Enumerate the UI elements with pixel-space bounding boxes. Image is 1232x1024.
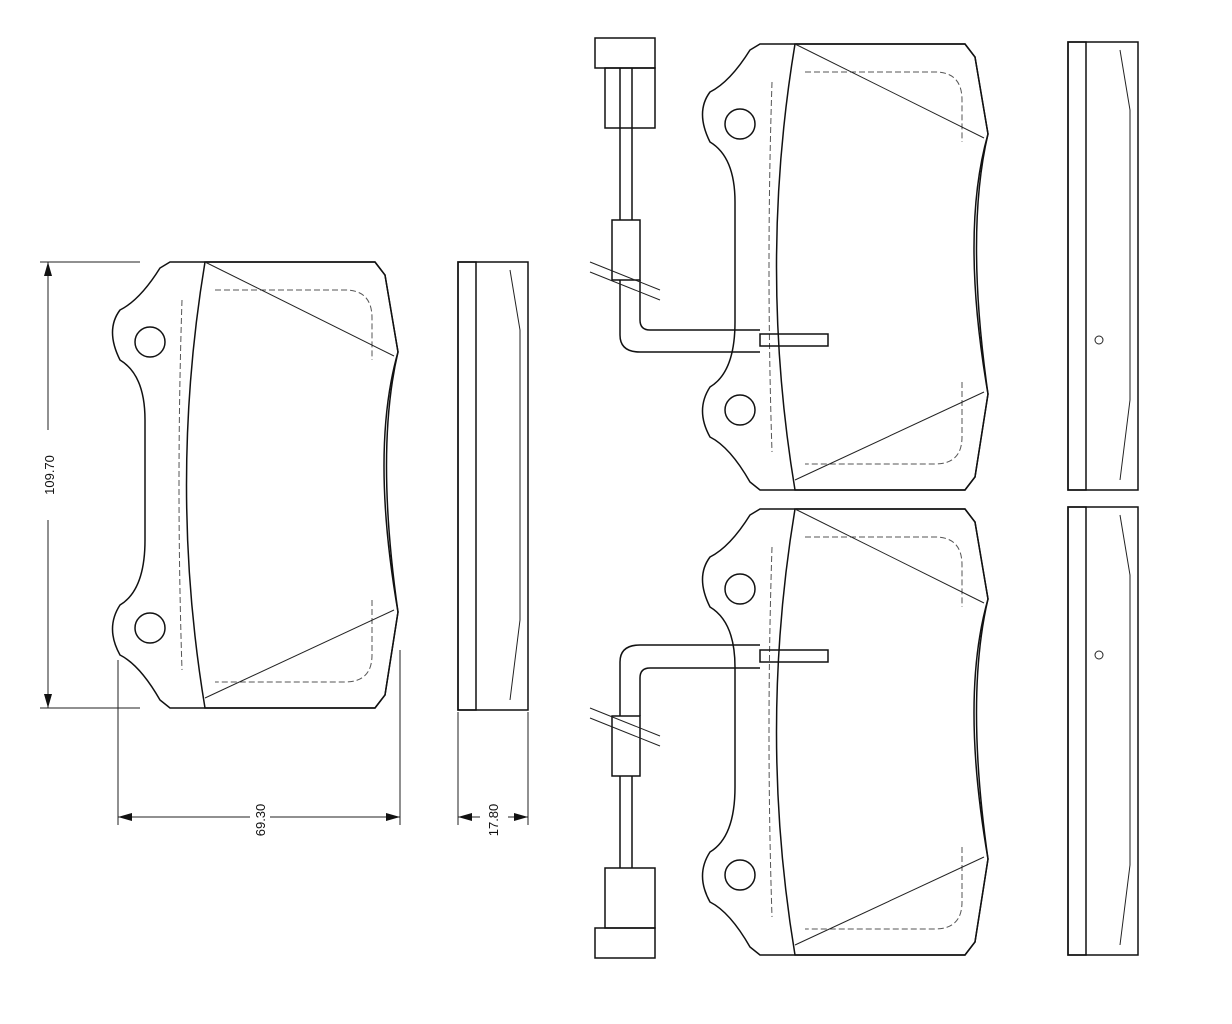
pad-front-view (111, 261, 399, 709)
pad-with-sensor-bottom (701, 508, 989, 956)
side-view-top (1067, 41, 1139, 491)
pad-with-sensor-top (701, 43, 989, 491)
dimension-height: 109.70 (40, 261, 140, 709)
wear-sensor-bottom (589, 644, 829, 959)
width-dimension-label: 69.30 (253, 804, 268, 837)
dimension-width: 69.30 (117, 650, 401, 850)
height-dimension-label: 109.70 (42, 455, 57, 495)
thickness-dimension-label: 17.80 (486, 804, 501, 837)
side-view-bottom (1067, 506, 1139, 956)
wear-sensor-top (589, 37, 829, 353)
pad-side-view (457, 261, 529, 711)
dimension-thickness: 17.80 (457, 712, 529, 837)
